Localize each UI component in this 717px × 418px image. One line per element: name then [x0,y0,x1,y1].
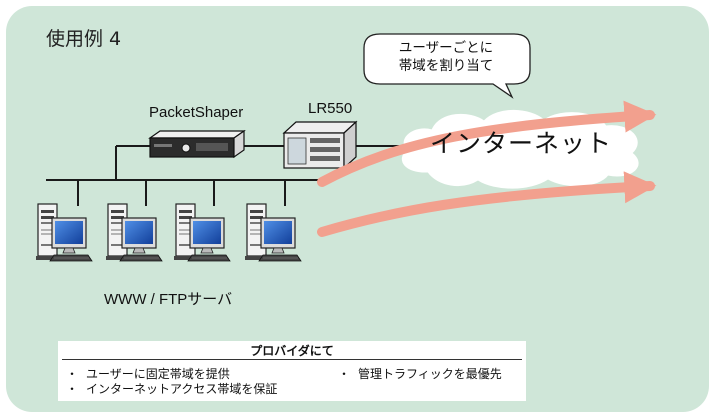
server-computer-icon [35,203,93,262]
info-divider [62,359,522,360]
servers-label: WWW / FTPサーバ [104,291,233,308]
packetshaper-device-icon [148,129,246,159]
bullet: ・ [66,367,79,381]
info-item-text: 管理トラフィックを最優先 [358,367,502,381]
packetshaper-label: PacketShaper [149,104,244,121]
info-item-right-1: ・管理トラフィックを最優先 [338,365,502,382]
speech-bubble-icon [363,33,531,99]
server-computer-icon [244,203,302,262]
info-item-text: インターネットアクセス帯域を保証 [86,382,278,396]
callout-line-1: ユーザーごとに [398,40,494,56]
lr550-label: LR550 [308,100,353,117]
server-computer-icon [105,203,163,262]
traffic-arrow-1 [317,100,657,187]
lr550-router-icon [282,120,358,170]
server-computer-icon [173,203,231,262]
callout-line-2: 帯域を割り当て [398,58,494,74]
internet-label: インターネット [430,129,613,158]
diagram-title: 使用例 4 [46,28,122,50]
info-heading: プロバイダにて [250,344,334,358]
info-box: プロバイダにて ・ユーザーに固定帯域を提供 ・インターネットアクセス帯域を保証 … [58,341,526,401]
callout-text: ユーザーごとに 帯域を割り当て [371,39,521,75]
info-item-left-1: ・ユーザーに固定帯域を提供 [66,365,230,382]
cloud-icon [401,109,639,189]
bullet: ・ [338,367,351,381]
bullet: ・ [66,382,79,396]
traffic-arrow-2 [317,171,657,237]
info-item-left-2: ・インターネットアクセス帯域を保証 [66,380,277,397]
info-item-text: ユーザーに固定帯域を提供 [86,367,230,381]
